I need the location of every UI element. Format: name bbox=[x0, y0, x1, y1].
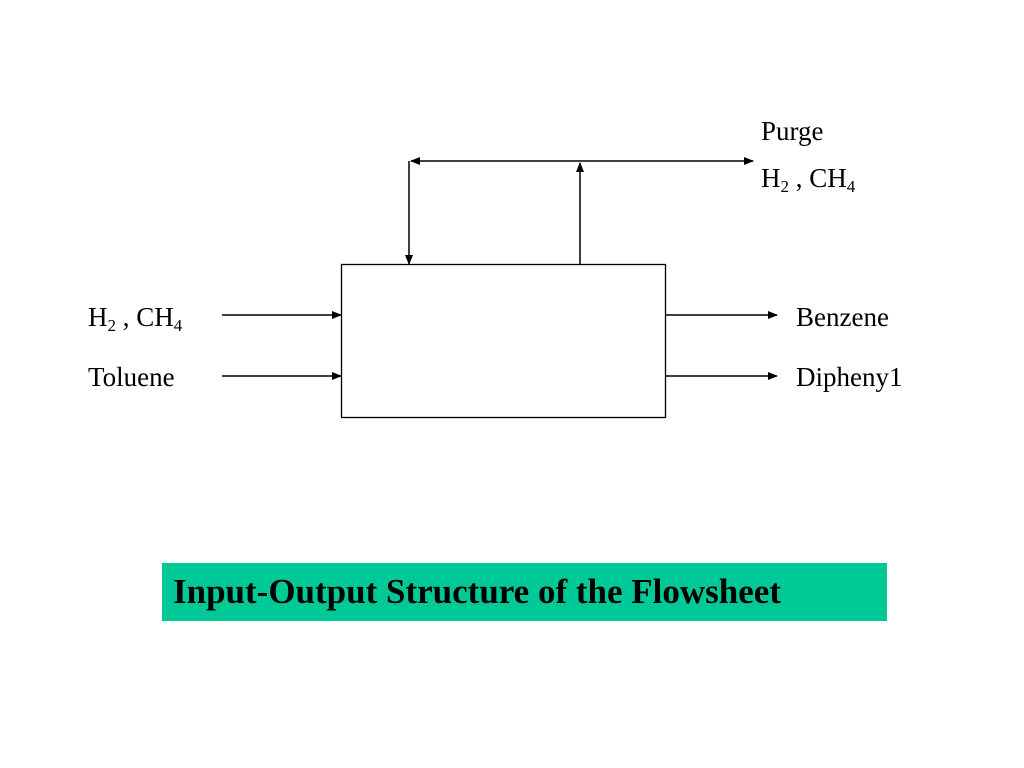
methane-symbol: CH bbox=[136, 302, 174, 332]
composition-separator: , bbox=[789, 163, 810, 193]
toluene-feed-label: Toluene bbox=[88, 362, 175, 392]
purge-label: Purge bbox=[761, 116, 824, 146]
hydrogen-subscript: 2 bbox=[780, 177, 790, 196]
purge-composition-label: H2 , CH4 bbox=[761, 163, 855, 196]
hydrogen-symbol: H bbox=[761, 163, 781, 193]
process-block bbox=[340, 263, 667, 419]
caption-banner: Input-Output Structure of the Flowsheet bbox=[162, 563, 887, 621]
hydrogen-subscript: 2 bbox=[107, 316, 117, 335]
caption-text: Input-Output Structure of the Flowsheet bbox=[173, 572, 781, 611]
feed-gas-label: H2 , CH4 bbox=[88, 302, 182, 335]
methane-subscript: 4 bbox=[173, 316, 183, 335]
benzene-product-label: Benzene bbox=[796, 302, 889, 332]
composition-separator: , bbox=[116, 302, 137, 332]
methane-symbol: CH bbox=[809, 163, 847, 193]
hydrogen-symbol: H bbox=[88, 302, 108, 332]
methane-subscript: 4 bbox=[846, 177, 856, 196]
diphenyl-product-label: Dipheny1 bbox=[796, 362, 903, 392]
